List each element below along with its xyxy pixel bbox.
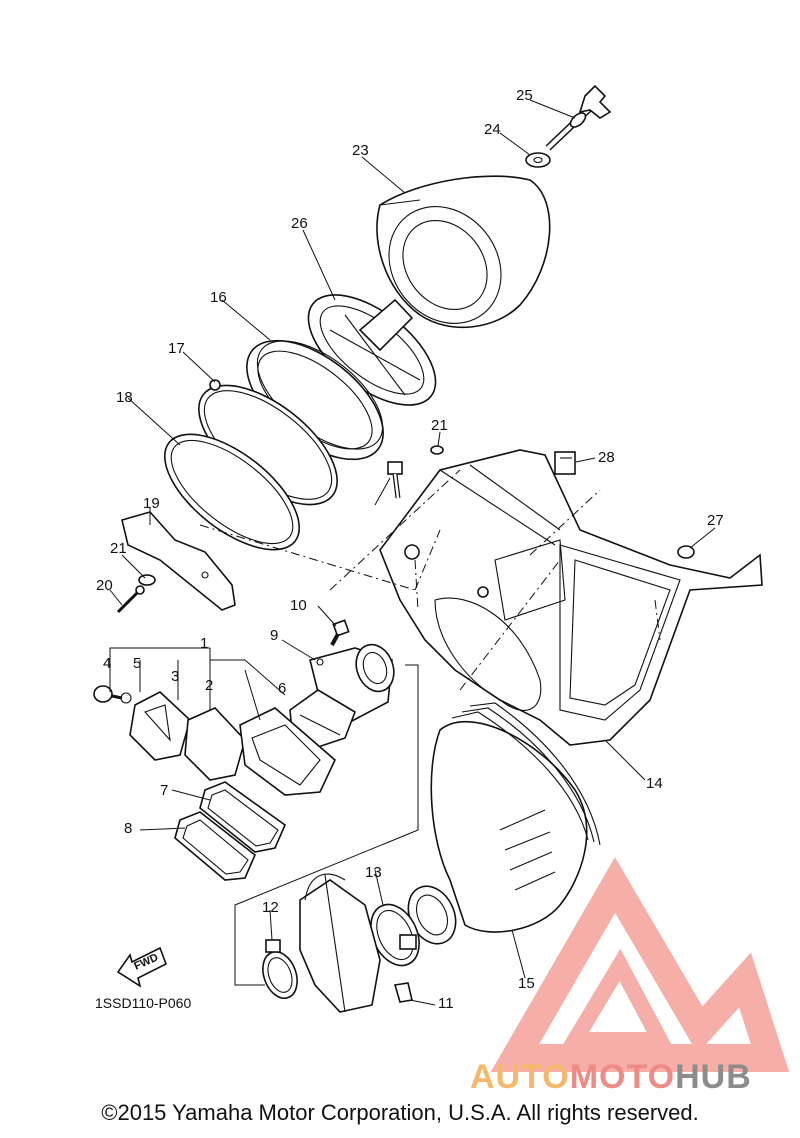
- callout-19: 19: [143, 495, 160, 512]
- watermark-auto: AUTO: [470, 1058, 570, 1096]
- gasket-8: [174, 811, 256, 881]
- fwd-arrow-icon: FWD: [116, 946, 168, 988]
- callout-14: 14: [646, 775, 663, 792]
- leader-lines: [109, 99, 716, 1006]
- drawing-code: 1SSD110-P060: [95, 995, 191, 1011]
- callout-27: 28: [598, 449, 615, 466]
- filter-guide-25: [307, 294, 437, 406]
- callout-25: 26: [291, 215, 308, 232]
- air-filter-22: [376, 175, 551, 329]
- callout-21-left: 21: [110, 540, 127, 557]
- watermark-moto: MOTO: [570, 1058, 675, 1096]
- bolt-24: [545, 84, 612, 151]
- callout-16: 16: [210, 289, 227, 306]
- clamp-13: [370, 903, 420, 967]
- callout-26: 27: [707, 512, 724, 529]
- svg-text:AUTOMOTOHUB: AUTOMOTOHUB: [470, 1058, 752, 1096]
- screw-20: [116, 585, 145, 614]
- callout-9: 9: [270, 627, 278, 644]
- gasket-18: [163, 433, 301, 551]
- callout-8: 8: [124, 820, 132, 837]
- clip-27: [554, 451, 576, 475]
- gasket-7: [199, 781, 286, 853]
- callout-2: 2: [205, 677, 213, 694]
- grommet-26: [677, 545, 695, 559]
- clip-11: [393, 982, 413, 1003]
- reed-valve-assembly-1: [93, 685, 336, 796]
- callout-13: 13: [365, 864, 382, 881]
- callout-17: 17: [168, 340, 185, 357]
- watermark-hub: HUB: [675, 1058, 752, 1096]
- bolt-10: [330, 619, 350, 646]
- callout-5: 5: [133, 655, 141, 672]
- automotohub-watermark: AUTOMOTOHUB: [470, 1058, 752, 1096]
- automotohub-logo-icon: [490, 857, 790, 1072]
- air-filter-case-14: [379, 449, 763, 746]
- callout-21-top: 21: [431, 417, 448, 434]
- washer-23: [525, 152, 551, 168]
- callout-11: 11: [438, 995, 454, 1012]
- callout-23: 24: [484, 121, 501, 138]
- callout-12: 12: [262, 899, 279, 916]
- grommet-21-top: [430, 445, 444, 455]
- alignment-lines: [199, 469, 661, 986]
- callout-4: 4: [103, 655, 111, 672]
- callout-22: 23: [352, 142, 369, 159]
- callout-3: 3: [171, 668, 179, 685]
- callout-7: 7: [160, 782, 168, 799]
- copyright-notice: ©2015 Yamaha Motor Corporation, U.S.A. A…: [101, 1100, 699, 1125]
- plate-19: [121, 511, 236, 611]
- callout-24: 25: [516, 87, 533, 104]
- callout-6: 6: [278, 680, 286, 697]
- callout-10: 10: [290, 597, 307, 614]
- callout-20: 20: [96, 577, 113, 594]
- carburetor-outline: [299, 873, 381, 1013]
- callout-15: 15: [518, 975, 535, 992]
- intake-duct-15: [407, 702, 601, 945]
- washer-21-left: [138, 574, 156, 586]
- clamp-12: [262, 939, 298, 1000]
- bolt-28: [387, 461, 403, 499]
- callout-labels: 25 24 23 26 16 17 18 19 21 20 21 28 27 1…: [96, 87, 724, 1012]
- callout-18: 18: [116, 389, 133, 406]
- callout-1: 1: [200, 635, 208, 652]
